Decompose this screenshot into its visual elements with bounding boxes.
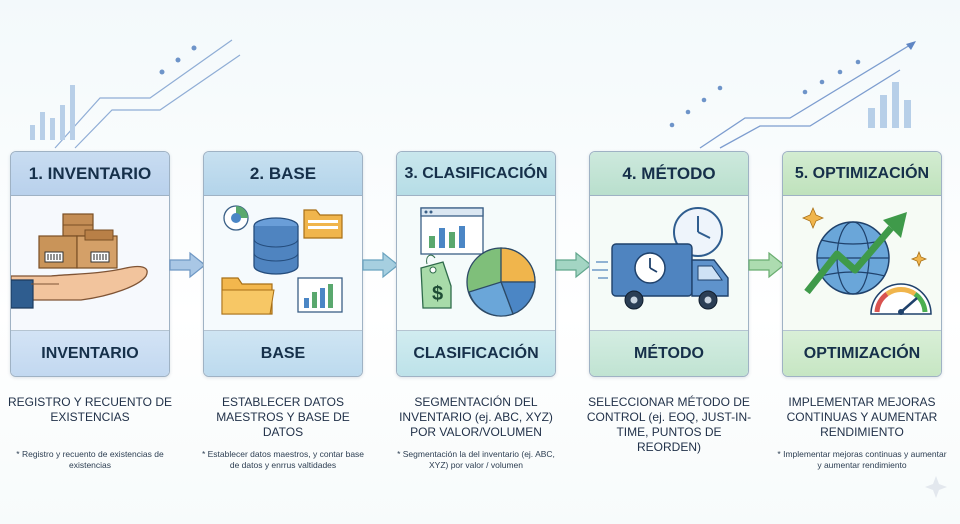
step-card-base: 2. BASE bbox=[203, 151, 363, 377]
step-note: * Registro y recuento de existencias de … bbox=[16, 449, 164, 470]
step-title: 3. CLASIFICACIÓN bbox=[397, 152, 555, 196]
step-title: 5. OPTIMIZACIÓN bbox=[783, 152, 941, 196]
step-title: 2. BASE bbox=[204, 152, 362, 196]
truck-icon bbox=[592, 243, 729, 310]
step-illustration bbox=[11, 196, 169, 330]
step-note: * Establecer datos maestros, y contar ba… bbox=[201, 449, 365, 470]
database-icon bbox=[253, 217, 299, 275]
step-title: 1. INVENTARIO bbox=[11, 152, 169, 196]
step-note: * Segmentación la del inventario (ej. AB… bbox=[397, 449, 555, 470]
step-card-optimizacion: 5. OPTIMIZACIÓN bbox=[782, 151, 942, 377]
globe-icon bbox=[816, 221, 890, 295]
bar-chart-icon bbox=[297, 277, 343, 313]
step-description: REGISTRO Y RECUENTO DE EXISTENCIAS bbox=[7, 395, 173, 424]
step-label: OPTIMIZACIÓN bbox=[783, 330, 941, 376]
pie-chart-icon bbox=[466, 247, 536, 317]
arrow-right-icon bbox=[362, 251, 399, 279]
step-description: SELECCIONAR MÉTODO DE CONTROL (ej. EOQ, … bbox=[586, 395, 752, 454]
step-note: * Implementar mejoras continuas y aument… bbox=[777, 449, 947, 470]
step-card-clasificacion: 3. CLASIFICACIÓN $ bbox=[396, 151, 556, 377]
gauge-icon bbox=[870, 283, 932, 315]
step-illustration bbox=[590, 196, 748, 330]
arrow-right-icon bbox=[555, 251, 592, 279]
step-card-metodo: 4. MÉTODO MÉTODO bbox=[589, 151, 749, 377]
step-description: SEGMENTACIÓN DEL INVENTARIO (ej. ABC, XY… bbox=[399, 395, 553, 439]
step-title: 4. MÉTODO bbox=[590, 152, 748, 196]
browser-chart-icon bbox=[420, 207, 484, 255]
step-label: INVENTARIO bbox=[11, 330, 169, 376]
sparkle-icon bbox=[801, 206, 928, 268]
step-description: IMPLEMENTAR MEJORAS CONTINUAS Y AUMENTAR… bbox=[786, 395, 938, 439]
step-label: MÉTODO bbox=[590, 330, 748, 376]
arrow-right-icon bbox=[169, 251, 206, 279]
trend-arrow-icon bbox=[804, 212, 907, 295]
step-illustration: $ bbox=[397, 196, 555, 330]
pie-chart-icon bbox=[223, 205, 249, 231]
folder-icon bbox=[303, 209, 343, 239]
step-description: ESTABLECER DATOS MAESTROS Y BASE DE DATO… bbox=[216, 395, 350, 439]
step-illustration bbox=[783, 196, 941, 330]
step-label: BASE bbox=[204, 330, 362, 376]
hand-icon bbox=[11, 265, 148, 309]
price-tag-icon: $ bbox=[420, 254, 452, 309]
svg-text:$: $ bbox=[432, 283, 443, 305]
step-label: CLASIFICACIÓN bbox=[397, 330, 555, 376]
arrow-right-icon bbox=[748, 251, 785, 279]
step-illustration bbox=[204, 196, 362, 330]
folder-icon bbox=[221, 277, 275, 315]
boxes-icon bbox=[38, 213, 118, 269]
step-card-inventario: 1. INVENTARIO INVENTARIO bbox=[10, 151, 170, 377]
